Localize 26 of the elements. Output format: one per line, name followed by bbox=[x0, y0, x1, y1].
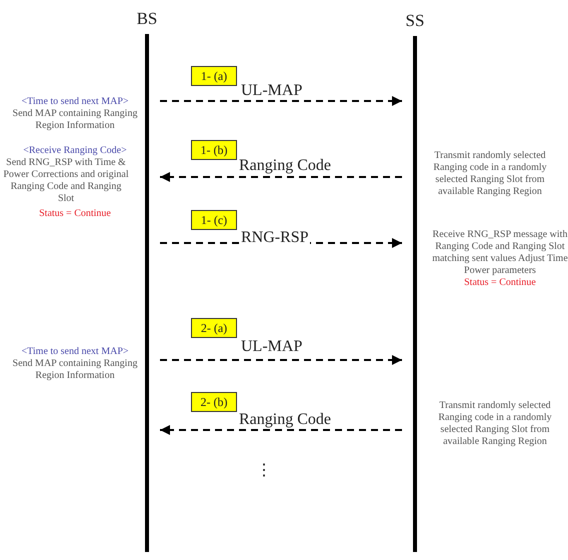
note-text: <Time to send next MAP> bbox=[20, 96, 130, 108]
note-text: Transmit randomly selected Ranging code in a randomly selected Ranging Slot from available Ranging Region bbox=[437, 400, 553, 448]
arrow bbox=[160, 355, 402, 365]
step-tag: 1- (b) bbox=[191, 140, 237, 160]
step-tag: 2- (b) bbox=[191, 392, 237, 412]
step-tag: 1- (a) bbox=[191, 66, 237, 86]
edge-label: RNG-RSP bbox=[240, 229, 310, 247]
note-text: Status = Continue bbox=[38, 208, 112, 220]
note-text: <Time to send next MAP> bbox=[20, 346, 130, 358]
note-text: Send MAP containing Ranging Region Information bbox=[12, 358, 138, 382]
note-text: <Receive Ranging Code> bbox=[22, 145, 128, 157]
arrow bbox=[160, 172, 402, 182]
note-text: Send MAP containing Ranging Region Information bbox=[12, 108, 138, 132]
arrow bbox=[160, 96, 402, 106]
step-tag: 1- (c) bbox=[191, 210, 237, 230]
step-tag: 2- (a) bbox=[191, 318, 237, 338]
arrow bbox=[160, 425, 402, 435]
edge-label: Ranging Code bbox=[238, 411, 332, 429]
note-text: Status = Continue bbox=[463, 277, 537, 289]
edge-label: Ranging Code bbox=[238, 157, 332, 175]
continuation-dots: ⋮ bbox=[256, 462, 270, 480]
note-text: Send RNG_RSP with Time & Power Corrections and original Ranging Code and Ranging Slot bbox=[2, 157, 130, 205]
lifeline-heading: BS bbox=[136, 8, 158, 30]
lifeline-heading: SS bbox=[406, 10, 424, 32]
note-text: Transmit randomly selected Ranging code in a randomly selected Ranging Slot from available Ranging Region bbox=[432, 150, 548, 198]
note-text: Receive RNG_RSP message with Ranging Code and Ranging Slot matching sent values Adjust Time Power parameters bbox=[431, 229, 568, 277]
